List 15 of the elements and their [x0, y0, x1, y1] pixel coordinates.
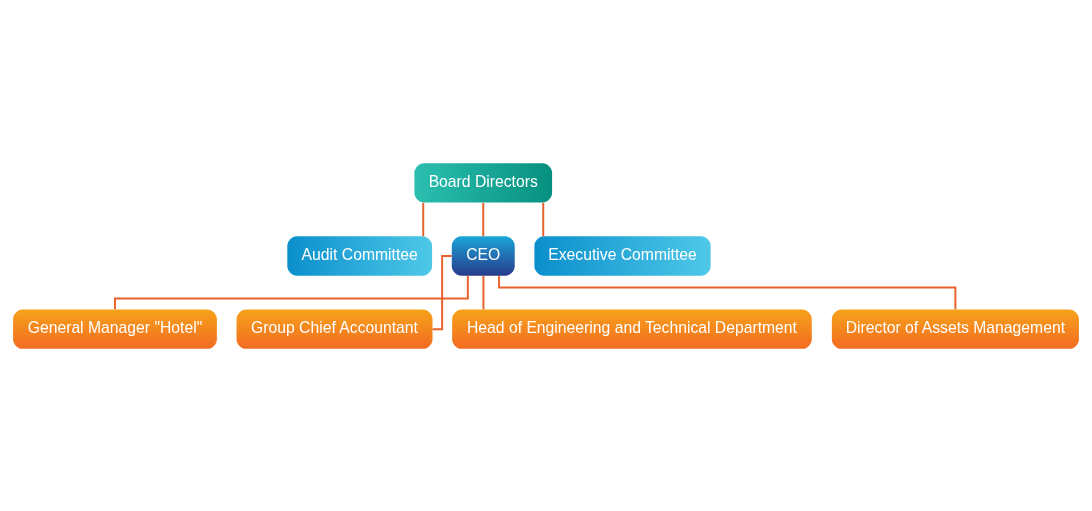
connector	[431, 254, 453, 330]
connector	[114, 274, 469, 310]
connector	[422, 201, 425, 237]
connector	[542, 201, 545, 237]
connector	[482, 201, 485, 237]
connector	[482, 274, 485, 310]
node-box: General Manager "Hotel"	[13, 309, 217, 349]
node-box: Director of Assets Management	[831, 309, 1079, 349]
node-box: Board Directors	[414, 162, 553, 202]
node-box: CEO	[451, 235, 515, 276]
node-box: Executive Committee	[534, 235, 711, 276]
connector	[498, 274, 957, 310]
node-box: Head of Engineering and Technical Department	[452, 309, 812, 349]
node-box: Audit Committee	[287, 235, 433, 276]
node-box: Group Chief Accountant	[236, 309, 433, 349]
